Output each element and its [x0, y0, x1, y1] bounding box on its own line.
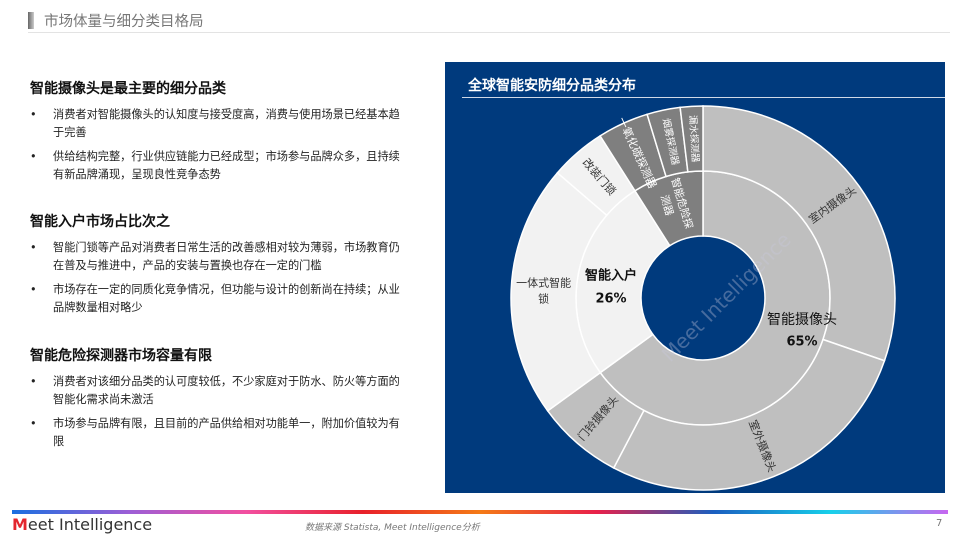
bullet: 智能门锁等产品对消费者日常生活的改善感相对较为薄弱，市场教育仍在普及与推进中，产… [30, 239, 410, 275]
inner-label: 智能摄像头 [767, 312, 837, 328]
bullet: 消费者对该细分品类的认可度较低，不少家庭对于防水、防火等方面的智能化需求尚未激活 [30, 373, 410, 409]
outer-slice-0-0 [702, 105, 896, 362]
bullet: 市场参与品牌有限，且目前的产品供给相对功能单一，附加价值较为有限 [30, 415, 410, 451]
inner-pct-label: 65% [786, 335, 817, 350]
bullet: 市场存在一定的同质化竞争情况，但功能与设计的创新尚在持续；从业品牌数量相对略少 [30, 281, 410, 317]
page-number: 7 [936, 518, 943, 529]
header-accent [28, 12, 34, 29]
footer-gradient-bar [12, 510, 948, 514]
source-note: 数据来源 Statista, Meet Intelligence分析 [305, 523, 480, 533]
outer-label: 锁 [538, 291, 549, 305]
header-divider [28, 32, 950, 33]
inner-label: 测器 [658, 193, 676, 217]
outer-label: 漏水探测器 [687, 115, 702, 164]
section-entry: 智能入户市场占比次之 智能门锁等产品对消费者日常生活的改善感相对较为薄弱，市场教… [30, 211, 410, 323]
bullet: 供给结构完整，行业供应链能力已经成型；市场参与品牌众多，且持续有新品牌涌现，呈现… [30, 148, 410, 184]
chart-title: 全球智能安防细分品类分布 [468, 78, 636, 94]
outer-slice-2-2 [679, 105, 704, 173]
outer-label: 一体式智能 [516, 275, 571, 289]
chart-title-underline [462, 97, 945, 98]
bullet: 消费者对智能摄像头的认知度与接受度高，消费与使用场景已经基本趋于完善 [30, 106, 410, 142]
inner-pct-label: 26% [595, 292, 626, 307]
section-title: 智能危险探测器市场容量有限 [30, 348, 212, 364]
section-title: 智能摄像头是最主要的细分品类 [30, 81, 226, 97]
outer-slice-0-1 [612, 338, 886, 491]
inner-label: 智能入户 [585, 268, 637, 284]
page-title: 市场体量与细分类目格局 [44, 14, 204, 30]
section-hazard: 智能危险探测器市场容量有限 消费者对该细分品类的认可度较低，不少家庭对于防水、防… [30, 345, 410, 457]
logo: Meet Intelligence [12, 515, 153, 534]
section-title: 智能入户市场占比次之 [30, 214, 170, 230]
section-camera: 智能摄像头是最主要的细分品类 消费者对智能摄像头的认知度与接受度高，消费与使用场… [30, 78, 410, 190]
